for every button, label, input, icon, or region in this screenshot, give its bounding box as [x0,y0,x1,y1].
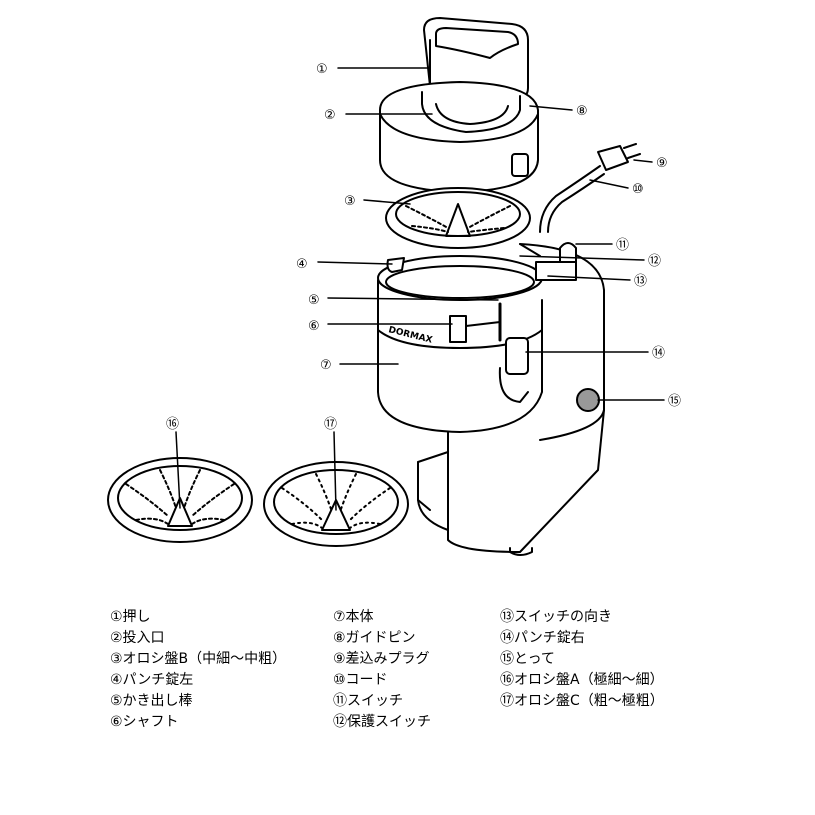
legend-item: ⑦本体 [333,609,374,625]
legend-item: ⑮とって [500,651,555,667]
legend-item: ②投入口 [110,630,165,646]
callout-8: ⑧ [576,104,588,119]
callout-5: ⑤ [308,293,320,308]
callout-13: ⑬ [634,274,647,289]
legend-item: ⑭パンチ錠右 [500,630,585,646]
legend-item: ⑬スイッチの向き [500,609,612,625]
grating-disc-b [385,187,531,249]
callout-10: ⑩ [632,182,644,197]
legend-item: ⑥シャフト [110,714,179,730]
callout-labels: ① ② ⑧ ⑨ ⑩ ③ ⑪ ⑫ ④ ⑬ ⑤ ⑥ ⑦ ⑭ ⑮ ⑯ ⑰ [166,62,681,432]
legend-item: ⑪スイッチ [333,693,403,709]
legend-item: ⑤かき出し棒 [110,693,193,709]
callout-14: ⑭ [652,346,665,361]
main-body [377,242,605,556]
legend-item: ⑫保護スイッチ [333,714,431,730]
legend-item: ⑧ガイドピン [333,630,416,646]
callout-7: ⑦ [320,358,332,373]
legend-item: ①押し [110,609,151,625]
legend-item: ③オロシ盤B（中細～中粗） [110,651,287,667]
legend-item: ⑩コード [333,672,388,688]
callout-9: ⑨ [656,156,668,171]
machine-diagram: DORMAX ① ② ⑧ ⑨ ⑩ ③ ⑪ ⑫ ④ ⑬ ⑤ ⑥ ⑦ ⑭ ⑮ ⑯ ⑰ [107,17,681,556]
legend-item: ④パンチ錠左 [110,672,194,688]
callout-6: ⑥ [308,319,320,334]
lid-part [379,81,539,193]
legend-column-2: ⑦本体 ⑧ガイドピン ⑨差込みプラグ ⑩コード ⑪スイッチ ⑫保護スイッチ [333,607,431,733]
callout-3: ③ [344,194,356,209]
legend-item: ⑨差込みプラグ [333,651,430,667]
legend-column-3: ⑬スイッチの向き ⑭パンチ錠右 ⑮とって ⑯オロシ盤A（極細～細） ⑰オロシ盤C… [500,607,664,712]
callout-16: ⑯ [166,417,179,432]
callout-15: ⑮ [668,394,681,409]
callout-12: ⑫ [648,254,661,269]
power-cord [539,143,641,233]
callout-4: ④ [296,257,308,272]
leader-lines [175,67,665,511]
legend-item: ⑰オロシ盤C（粗～極粗） [500,693,664,709]
legend-item: ⑯オロシ盤A（極細～細） [500,672,664,688]
callout-17: ⑰ [324,417,337,432]
callout-1: ① [316,62,328,77]
callout-11: ⑪ [616,238,629,253]
callout-2: ② [324,108,336,123]
legend-column-1: ①押し ②投入口 ③オロシ盤B（中細～中粗） ④パンチ錠左 ⑤かき出し棒 ⑥シャ… [110,607,286,733]
